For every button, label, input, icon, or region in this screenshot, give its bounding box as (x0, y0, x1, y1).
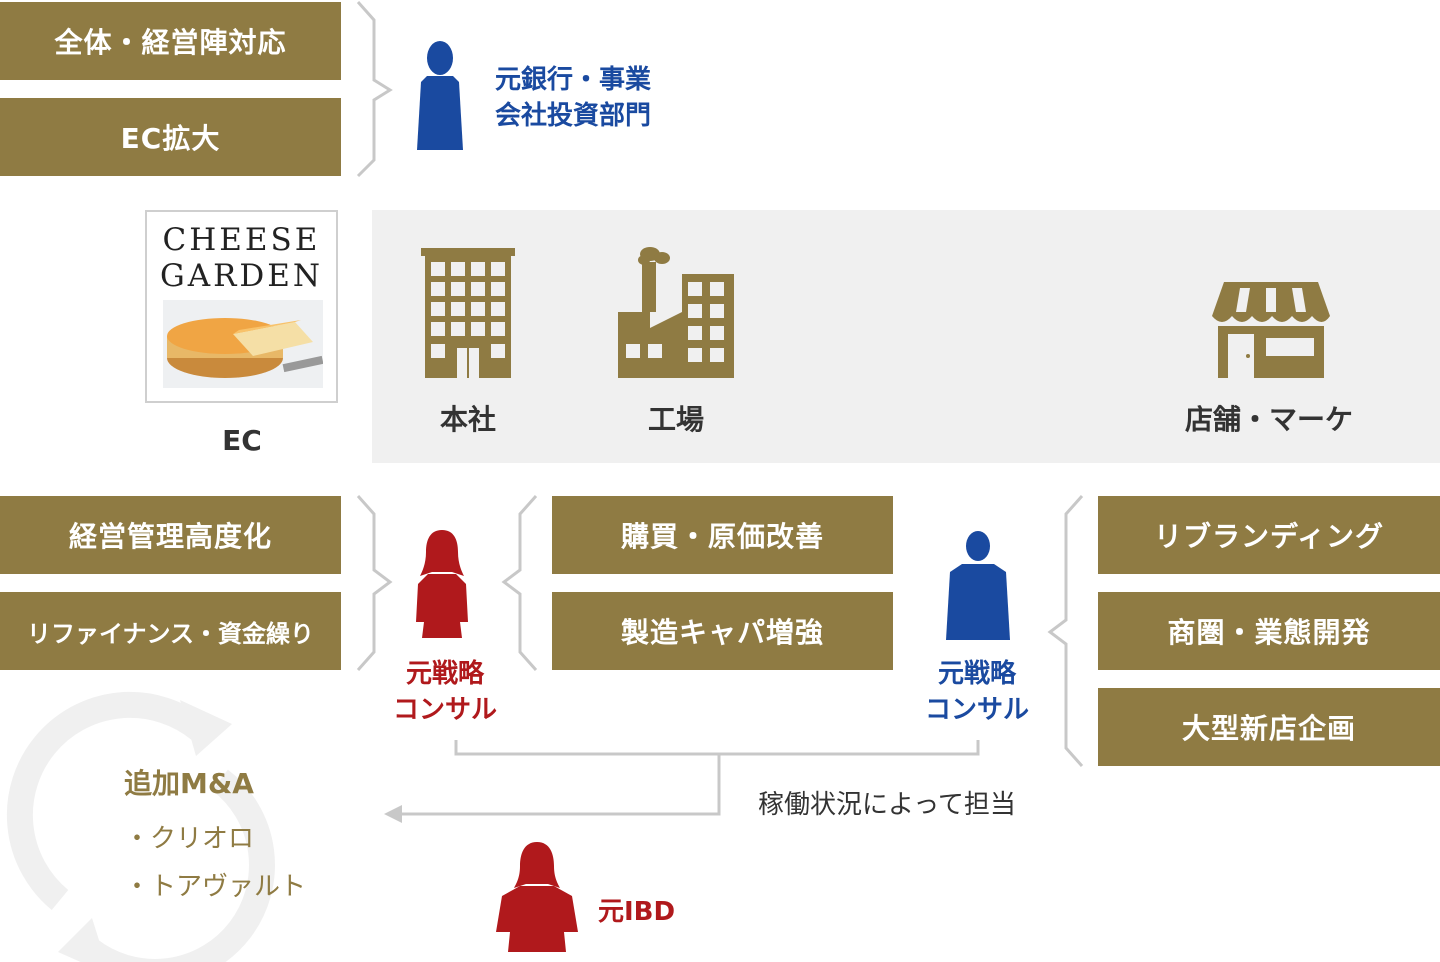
headquarters-label: 本社 (439, 403, 496, 436)
assignment-note: 稼働状況によって担当 (758, 790, 1016, 820)
ibd-label: 元IBD (598, 897, 676, 927)
box-trade-area: 商圏・業態開発 (1098, 592, 1440, 670)
person-top-label: 元銀行・事業 会社投資部門 (495, 62, 651, 134)
person-red-female-icon (416, 530, 468, 638)
person-blue-male-suit-icon (946, 531, 1010, 640)
box-overall-management: 全体・経営陣対応 (0, 2, 341, 80)
box-rebranding: リブランディング (1098, 496, 1440, 574)
bracket-right (1047, 495, 1084, 767)
store-label: 店舗・マーケ (1184, 403, 1353, 436)
cheese-garden-logo-card: CHEESE GARDEN (145, 210, 338, 403)
store-icon (1212, 282, 1330, 378)
assignment-arrow-head (384, 805, 402, 823)
consultant-connector (454, 740, 980, 756)
person-blue-male-icon (417, 41, 463, 150)
person-top-label-line1: 元銀行・事業 (495, 65, 652, 95)
consultant-red-line2: コンサル (392, 695, 497, 725)
consultant-blue-line2: コンサル (924, 695, 1029, 725)
bracket-middle (501, 495, 538, 671)
logo-line1: CHEESE (162, 222, 321, 258)
person-red-ibd-icon (496, 842, 578, 952)
box-capacity: 製造キャパ増強 (552, 592, 893, 670)
bracket-top-left (356, 1, 393, 178)
ec-label: EC (222, 424, 262, 457)
cycle-arrows-icon (6, 691, 275, 962)
consultant-red-label: 元戦略 コンサル (380, 656, 510, 728)
box-management-sophistication: 経営管理高度化 (0, 496, 341, 574)
factory-icon (618, 247, 734, 378)
box-new-store: 大型新店企画 (1098, 688, 1440, 766)
box-refinance: リファイナンス・資金繰り (0, 592, 341, 670)
ma-title: 追加M&A (124, 767, 254, 800)
ma-item-2: ・トアヴァルト (124, 872, 307, 902)
factory-label: 工場 (647, 403, 704, 436)
consultant-blue-label: 元戦略 コンサル (912, 656, 1042, 728)
assignment-connector (400, 754, 721, 816)
box-ec-expansion: EC拡大 (0, 98, 341, 176)
box-procurement: 購買・原価改善 (552, 496, 893, 574)
logo-line2: GARDEN (159, 258, 324, 294)
consultant-red-line1: 元戦略 (405, 659, 484, 689)
office-building-icon (421, 248, 515, 378)
consultant-blue-line1: 元戦略 (937, 659, 1016, 689)
bracket-bottom-left (356, 495, 393, 671)
ma-item-1: ・クリオロ (124, 824, 255, 854)
cheesecake-image (163, 300, 323, 388)
person-top-label-line2: 会社投資部門 (495, 101, 652, 131)
